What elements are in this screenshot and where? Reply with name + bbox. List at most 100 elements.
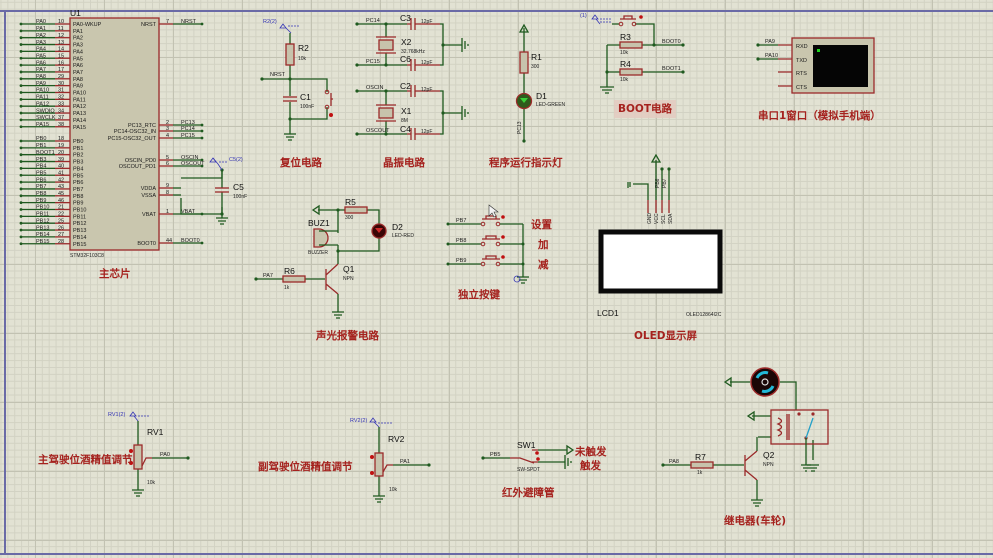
pin-net-label: SWCLK [36,115,56,121]
x1-net-b: OSCOUT [366,128,390,134]
resistor-r1[interactable] [519,51,529,74]
pin-number: 21 [58,205,64,211]
pin-number: 19 [58,143,64,149]
resistor-r3[interactable] [619,41,643,49]
oled-screen[interactable] [598,229,723,294]
r1-ref: R1 [531,52,542,62]
pin-number: 40 [58,164,64,170]
section-label-alarm: 声光报警电路 [315,329,379,342]
pin-name: PA11 [73,97,86,103]
pin-name: PC14-OSC32_IN [114,129,156,135]
reset-button-actuator[interactable] [329,113,333,117]
pin-net-label: PB3 [36,157,46,163]
alarm-circuit[interactable]: R5 300 D2 LED-RED BUZ1 BUZZER PA7 R6 1k … [254,197,414,319]
r4-value: 10k [620,77,629,83]
relay-body[interactable] [770,409,829,445]
oled-pin-sda: SDA [668,213,674,224]
r7-net: PA8 [669,459,679,465]
oled-display[interactable]: PB6 PB7 GND VCC SCL SDA LCD1 OLED12864I2… [597,153,723,318]
resistor-r5[interactable] [344,206,368,214]
pin-name: PA15 [73,125,86,131]
pin-number: 9 [166,183,169,189]
mouse-pointer-icon [488,204,499,218]
potentiometer-rv2[interactable]: RV2(2) RV2 PA1 10k [350,417,431,503]
pin-name: PB5 [73,173,83,179]
mcu-body[interactable] [69,17,160,251]
pin-name: VDDA [141,186,157,192]
pin-net-label: PA5 [36,53,46,59]
buz1-ref: BUZ1 [308,218,330,228]
capacitor-c5[interactable]: C5(2) C5 100nF [180,157,247,225]
pin-net-label: PB6 [36,177,46,183]
virtual-terminal[interactable]: PA9 PA10 RXD TXD RTS CTS [756,37,875,94]
key-function-label: 减 [538,258,549,271]
potentiometer-rv1[interactable]: RV1(2) RV1 PA0 10k [108,411,190,497]
resistor-r6[interactable] [282,275,306,283]
resistor-r7[interactable] [690,461,714,469]
reset-circuit[interactable]: R2(2) R2 10k NRST C1 100nF [260,19,333,141]
relay-motor-circuit[interactable]: PA8 R7 1k Q2 NPN [661,367,829,507]
run-led-circuit[interactable]: R1 300 D1 LED-GREEN PC13 [515,23,566,143]
buzzer-buz1[interactable] [313,228,329,248]
boot0-net: BOOT0 [662,39,681,45]
pin-name: PA10 [73,91,86,97]
crystal-circuit[interactable]: PC14 PC15 C3 12pF C6 12pF X2 32.768kHz O… [355,13,469,140]
resistor-r2[interactable] [285,43,295,66]
pin-net-label: PA0 [36,19,46,25]
switch-sw1[interactable]: PB5 SW1 SW-SPDT 未触发 触发 [481,440,607,473]
q2-ref: Q2 [763,450,775,460]
resistor-r4[interactable] [619,68,643,76]
boot-circuit[interactable]: (1) R3 10k R4 10k BOOT0 BOOT1 [580,13,685,94]
pin-net-label: PB11 [36,212,49,218]
terminal-screen[interactable] [813,45,868,87]
pin-net-label: PA4 [36,47,46,53]
